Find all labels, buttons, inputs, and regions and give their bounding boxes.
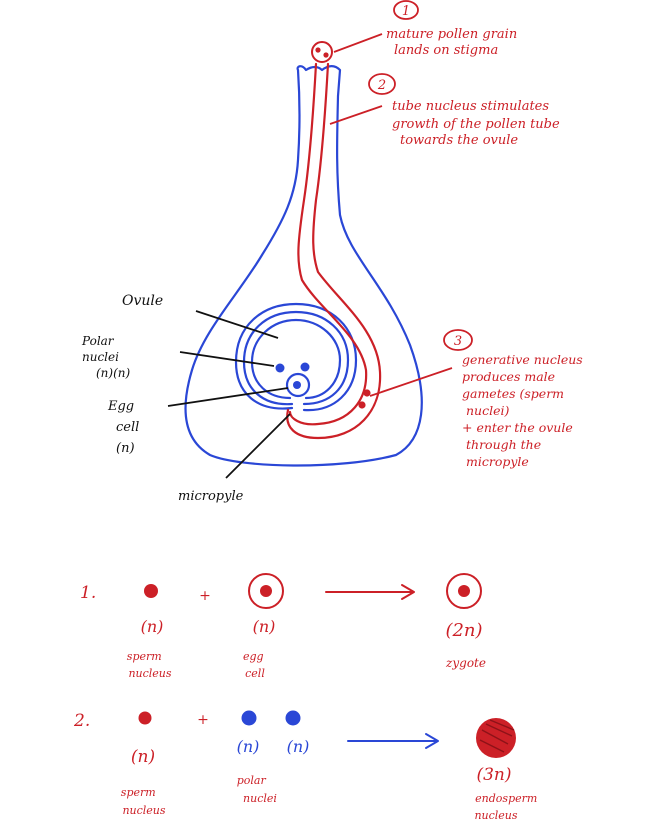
step-3-number: 3 xyxy=(454,334,462,349)
step-1-number: 1 xyxy=(402,4,410,19)
eq2-endosperm-ploidy: (3n) xyxy=(476,765,511,785)
step-1-pointer xyxy=(334,34,382,52)
eq2-polar-label-line: nuclei xyxy=(243,792,277,805)
eq2-endosperm-label-line: nucleus xyxy=(474,809,517,822)
step-2-number: 2 xyxy=(377,78,386,93)
polar-label-line: Polar xyxy=(81,334,115,348)
step-2-annotation: 2 tube nucleus stimulates growth of the … xyxy=(330,74,564,148)
step-2-text: tube nucleus stimulates growth of the po… xyxy=(392,99,564,148)
micropyle-label: micropyle xyxy=(178,489,244,504)
eq1-egg-label-line: cell xyxy=(245,667,265,680)
eq2-endosperm-label-line: endosperm xyxy=(475,792,537,805)
step-3-text: generative nucleus produces male gametes… xyxy=(462,352,587,469)
eq2-polar-ploidy-2: (n) xyxy=(287,737,310,756)
step-2-line: tube nucleus stimulates xyxy=(392,99,549,114)
step-3-annotation: 3 generative nucleus produces male gamet… xyxy=(370,330,587,469)
eq1-sperm-nucleus xyxy=(144,584,158,598)
pollen-grain-wall xyxy=(312,42,332,62)
polar-label-line: nuclei xyxy=(82,350,119,364)
micropyle-label-group: micropyle xyxy=(178,414,290,504)
egg-label-line: cell xyxy=(116,420,139,435)
pollen-grain xyxy=(312,42,332,62)
step-2-line: towards the ovule xyxy=(400,133,518,148)
eq2-endosperm-label: endosperm nucleus xyxy=(474,792,540,822)
eq1-sperm-label-line: nucleus xyxy=(128,667,171,680)
egg-cell-label: Egg cell (n) xyxy=(107,399,143,456)
tube-sperm-nucleus-2 xyxy=(358,401,365,408)
step-1-annotation: 1 mature pollen grain lands on stigma xyxy=(334,1,521,58)
step-3-line: through the xyxy=(466,437,541,452)
pollen-nucleus-1 xyxy=(315,47,320,52)
eq1-sperm-label: sperm nucleus xyxy=(127,650,172,680)
eq1-sperm-ploidy: (n) xyxy=(141,617,164,636)
eq1-plus-sign: + xyxy=(199,588,211,604)
eq2-polar-label: polar nuclei xyxy=(237,774,277,805)
step-3-line: nuclei) xyxy=(466,403,509,418)
eq2-polar-label-line: polar xyxy=(237,774,267,787)
eq1-number: 1. xyxy=(80,583,96,603)
eq2-sperm-nucleus xyxy=(139,712,152,725)
step-1-text: mature pollen grain lands on stigma xyxy=(386,27,521,58)
eq2-polar-nucleus-1 xyxy=(242,711,257,726)
eq1-sperm-label-line: sperm xyxy=(127,650,162,663)
eq1-zygote-label: zygote xyxy=(445,656,486,670)
step-3-line: + enter the ovule xyxy=(462,420,573,435)
eq2-sperm-ploidy: (n) xyxy=(131,747,155,767)
pollen-nucleus-2 xyxy=(323,52,328,57)
step-3-line: generative nucleus xyxy=(462,352,583,367)
step-1-line: mature pollen grain xyxy=(386,27,517,42)
step-3-pointer xyxy=(370,368,452,396)
eq2-sperm-label-line: nucleus xyxy=(122,804,165,817)
egg-label-line: Egg xyxy=(107,399,134,414)
step-3-line: gametes (sperm xyxy=(462,386,564,401)
polar-nucleus-2 xyxy=(301,363,310,372)
egg-cell-nucleus xyxy=(293,381,301,389)
eq1-egg-nucleus xyxy=(260,585,272,597)
eq1-zygote-ploidy: (2n) xyxy=(445,620,482,641)
carpel-outline xyxy=(186,66,422,465)
polar-label-line: (n)(n) xyxy=(96,366,131,380)
ovule-layer-middle xyxy=(244,312,348,404)
eq2-number: 2. xyxy=(73,711,90,731)
tube-sperm-nucleus-1 xyxy=(363,389,370,396)
eq2-polar-nucleus-2 xyxy=(286,711,301,726)
equation-2: 2. (n) sperm nucleus + (n) (n) polar nuc… xyxy=(73,711,541,823)
eq2-sperm-label-line: sperm xyxy=(121,786,156,799)
eq2-polar-ploidy-1: (n) xyxy=(237,737,260,756)
eq2-sperm-label: sperm nucleus xyxy=(121,786,166,817)
eq1-egg-ploidy: (n) xyxy=(253,617,276,636)
eq1-egg-label: egg cell xyxy=(243,650,267,680)
eq2-plus-sign: + xyxy=(197,712,209,728)
step-2-line: growth of the pollen tube xyxy=(392,117,560,132)
eq1-zygote-nucleus xyxy=(458,585,470,597)
step-1-line: lands on stigma xyxy=(394,43,498,58)
polar-nucleus-1 xyxy=(276,364,285,373)
step-3-line: produces male xyxy=(462,369,555,384)
equation-1: 1. (n) sperm nucleus + (n) egg cell (2n)… xyxy=(80,574,486,680)
ovule-label: Ovule xyxy=(122,293,163,309)
eq1-egg-label-line: egg xyxy=(243,650,264,663)
step-3-line: micropyle xyxy=(466,454,529,469)
micropyle-pointer xyxy=(226,414,290,478)
egg-label-line: (n) xyxy=(116,441,135,456)
carpel-wall xyxy=(186,66,422,465)
polar-nuclei-label: Polar nuclei (n)(n) xyxy=(81,334,131,380)
